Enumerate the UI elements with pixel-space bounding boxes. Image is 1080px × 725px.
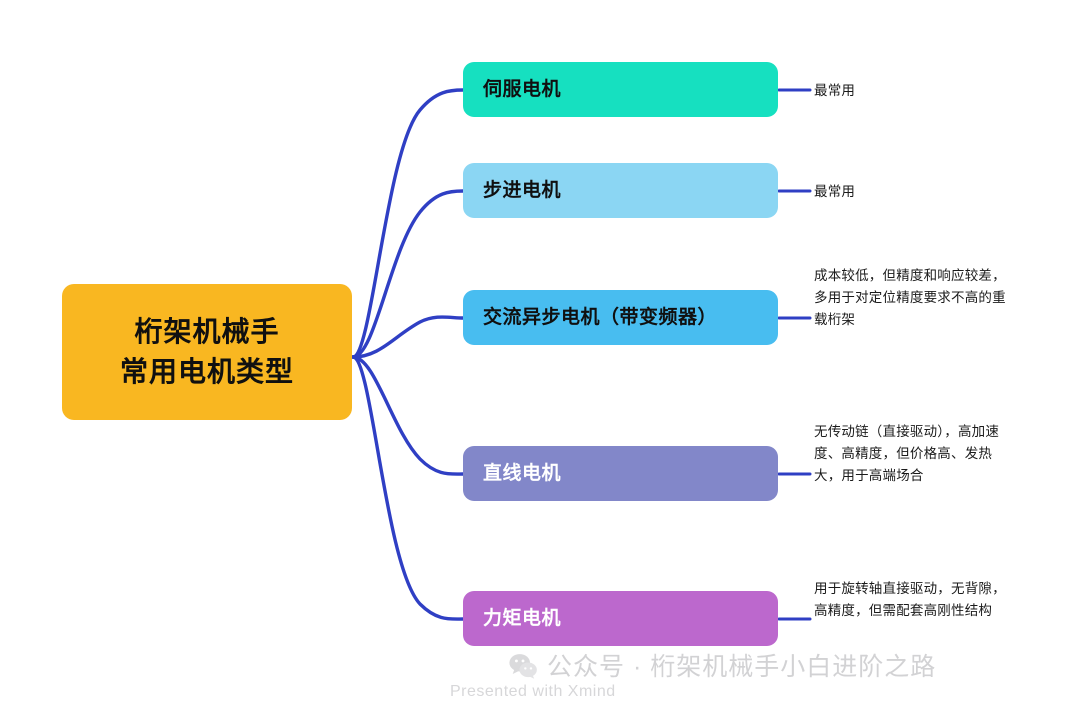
wechat-watermark-text: 公众号 · 桁架机械手小白进阶之路	[547, 652, 937, 681]
wechat-icon	[509, 654, 537, 679]
root-node[interactable]: 桁架机械手 常用电机类型	[62, 284, 352, 420]
note-servo-motor: 最常用	[814, 83, 856, 98]
connector-root-to-branch-5	[351, 355, 465, 621]
connector-root-to-branch-3	[351, 315, 465, 359]
branch-node-servo-motor[interactable]: 伺服电机	[463, 62, 778, 117]
branch-label: 力矩电机	[483, 608, 562, 629]
branch-node-stepper-motor[interactable]: 步进电机	[463, 163, 778, 218]
branch-label: 步进电机	[483, 180, 562, 201]
branch-node-linear-motor[interactable]: 直线电机	[463, 446, 778, 501]
wechat-watermark: 公众号 · 桁架机械手小白进阶之路	[508, 652, 936, 682]
root-node-line-1: 桁架机械手	[134, 316, 280, 348]
branch-label: 交流异步电机（带变频器）	[483, 307, 718, 328]
note-ac-induction-motor: 成本较低，但精度和响应较差，多用于对定位精度要求不高的重载桁架	[814, 268, 1006, 327]
branch-node-torque-motor[interactable]: 力矩电机	[463, 591, 778, 646]
branch-node-ac-induction-motor[interactable]: 交流异步电机（带变频器）	[463, 290, 778, 345]
note-connector-group	[777, 88, 812, 621]
xmind-watermark: Presented with Xmind	[450, 683, 616, 700]
root-node-line-2: 常用电机类型	[119, 356, 294, 387]
root-connector-group	[351, 88, 465, 621]
connector-root-to-branch-2	[351, 189, 465, 359]
branch-label: 直线电机	[483, 463, 562, 484]
note-stepper-motor: 最常用	[814, 184, 856, 199]
connector-root-to-branch-1	[351, 88, 465, 359]
note-linear-motor: 无传动链（直接驱动），高加速度、高精度，但价格高、发热大，用于高端场合	[814, 424, 1000, 483]
note-torque-motor: 用于旋转轴直接驱动，无背隙，高精度，但需配套高刚性结构	[814, 581, 1006, 618]
branch-label: 伺服电机	[483, 79, 562, 100]
connector-root-to-branch-4	[351, 355, 465, 476]
